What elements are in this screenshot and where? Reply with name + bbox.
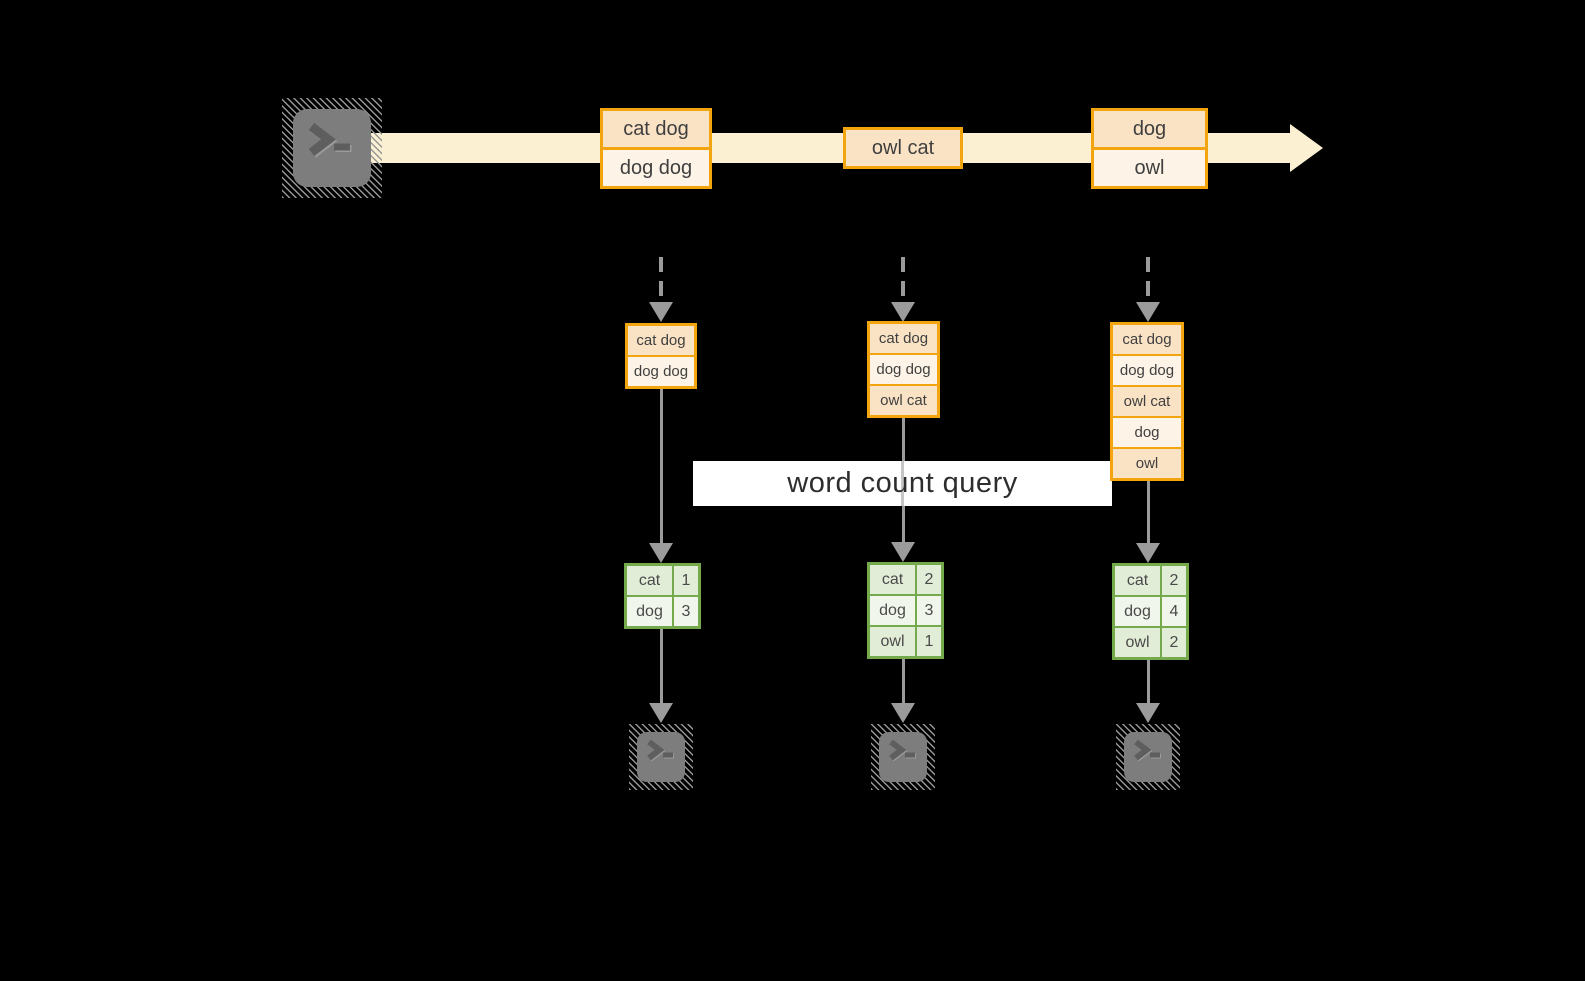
arrowhead-icon xyxy=(891,302,915,322)
query-label: word count query xyxy=(787,467,1018,499)
buffer-cell: dog dog xyxy=(628,355,694,386)
stream-event-box-2: owl cat xyxy=(843,127,963,169)
event-cell: dog xyxy=(1094,111,1205,147)
count-table-1: cat 1 dog 3 xyxy=(624,563,701,629)
arrowhead-icon xyxy=(1136,302,1160,322)
arrowhead-icon xyxy=(891,542,915,562)
event-cell: owl xyxy=(1094,147,1205,186)
buffer-cell: cat dog xyxy=(628,326,694,355)
prompt-icon xyxy=(647,739,674,762)
prompt-icon xyxy=(889,739,916,762)
terminal-icon xyxy=(871,724,935,790)
count-word: dog xyxy=(870,596,915,625)
arrow-line xyxy=(1146,480,1150,545)
terminal-body xyxy=(293,109,371,187)
count-value: 4 xyxy=(1160,597,1186,626)
count-word: cat xyxy=(870,565,915,594)
dashed-arrow-line xyxy=(1146,257,1150,303)
count-value: 2 xyxy=(1160,628,1186,657)
terminal-icon xyxy=(629,724,693,790)
event-buffer-stack-1: cat dog dog dog xyxy=(625,323,697,389)
event-buffer-stack-2: cat dog dog dog owl cat xyxy=(867,321,940,418)
count-table-3: cat 2 dog 4 owl 2 xyxy=(1112,563,1189,660)
count-value: 1 xyxy=(672,566,698,595)
arrowhead-icon xyxy=(649,703,673,723)
buffer-cell: dog dog xyxy=(870,353,937,384)
count-table-2: cat 2 dog 3 owl 1 xyxy=(867,562,944,659)
buffer-cell: cat dog xyxy=(870,324,937,353)
terminal-body xyxy=(637,732,685,782)
event-cell: cat dog xyxy=(603,111,709,147)
buffer-cell: owl cat xyxy=(1113,385,1181,416)
arrow-line xyxy=(1146,660,1150,705)
arrowhead-icon xyxy=(1136,543,1160,563)
stream-event-box-1: cat dog dog dog xyxy=(600,108,712,189)
count-word: owl xyxy=(870,627,915,656)
event-cell: dog dog xyxy=(603,147,709,186)
terminal-icon xyxy=(1116,724,1180,790)
query-label-box: word count query xyxy=(693,461,1112,506)
dashed-arrow-line xyxy=(901,257,905,303)
arrow-line xyxy=(659,388,663,545)
count-value: 2 xyxy=(915,565,941,594)
arrowhead-icon xyxy=(649,302,673,322)
arrow-line xyxy=(659,629,663,705)
arrowhead-icon xyxy=(649,543,673,563)
dashed-arrow-line xyxy=(659,257,663,303)
arrow-line xyxy=(901,659,905,705)
terminal-body xyxy=(1124,732,1172,782)
terminal-icon xyxy=(282,98,382,198)
buffer-cell: cat dog xyxy=(1113,325,1181,354)
count-word: cat xyxy=(1115,566,1160,595)
event-buffer-stack-3: cat dog dog dog owl cat dog owl xyxy=(1110,322,1184,481)
count-value: 1 xyxy=(915,627,941,656)
count-value: 3 xyxy=(915,596,941,625)
stream-event-box-3: dog owl xyxy=(1091,108,1208,189)
arrow-line-through xyxy=(901,461,904,506)
terminal-body xyxy=(879,732,927,782)
buffer-cell: owl cat xyxy=(870,384,937,415)
count-word: dog xyxy=(627,597,672,626)
buffer-cell: owl xyxy=(1113,447,1181,478)
buffer-cell: dog dog xyxy=(1113,354,1181,385)
prompt-icon xyxy=(308,122,352,158)
stream-arrowhead-icon xyxy=(1290,124,1323,172)
count-word: cat xyxy=(627,566,672,595)
count-word: owl xyxy=(1115,628,1160,657)
count-word: dog xyxy=(1115,597,1160,626)
event-cell: owl cat xyxy=(846,130,960,166)
arrowhead-icon xyxy=(891,703,915,723)
buffer-cell: dog xyxy=(1113,416,1181,447)
arrowhead-icon xyxy=(1136,703,1160,723)
count-value: 2 xyxy=(1160,566,1186,595)
prompt-icon xyxy=(1134,739,1161,762)
count-value: 3 xyxy=(672,597,698,626)
